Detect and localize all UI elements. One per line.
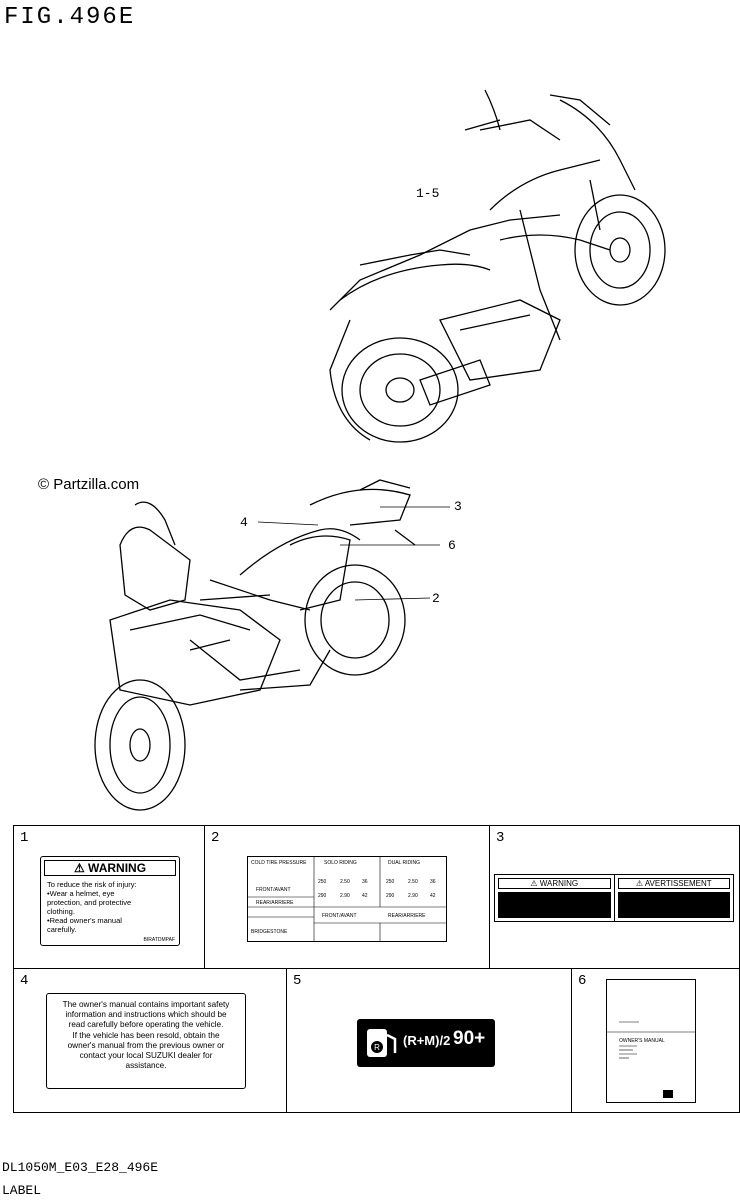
label-cell-2[interactable]: 2 COLD TIRE PRESSURE SOLO RIDING xyxy=(205,826,490,969)
callout-4[interactable]: 4 xyxy=(240,515,248,530)
tire-info-label: COLD TIRE PRESSURE SOLO RIDING DUAL RIDI… xyxy=(247,856,447,942)
tire-header-right: DUAL RIDING xyxy=(388,860,421,866)
fuel-grade: (R+M)/2 xyxy=(403,1033,451,1048)
tire-table-grid xyxy=(248,857,446,941)
warning-heading-fr: ⚠ AVERTISSEMENT xyxy=(617,878,730,889)
callout-1-5: 1-5 xyxy=(416,186,440,201)
tire-row-rear: REAR/ARRIERE xyxy=(256,900,294,906)
label-number: 6 xyxy=(578,973,587,989)
callout-2[interactable]: 2 xyxy=(432,591,440,606)
motorcycle-illustrations xyxy=(94,89,666,811)
footer-model-code: DL1050M_E03_E28_496E xyxy=(2,1160,159,1175)
warning-body: To reduce the risk of injury: •Wear a he… xyxy=(47,880,137,934)
tire-row-front: FRONT/AVANT xyxy=(256,887,291,893)
tire-header-left: COLD TIRE PRESSURE xyxy=(251,860,307,866)
watermark: © Partzilla.com xyxy=(38,476,140,493)
label-number: 5 xyxy=(293,973,302,989)
warning-text-block xyxy=(498,892,611,918)
label-cell-1[interactable]: 1 ⚠ WARNING To reduce the risk of injury… xyxy=(14,826,205,969)
svg-text:R: R xyxy=(374,1043,380,1052)
tire-rear-label: REAR/ARRIERE xyxy=(388,913,426,919)
label-number: 3 xyxy=(496,830,505,846)
warning-triangle-icon: ⚠ xyxy=(635,879,644,888)
figure-title: FIG.496E xyxy=(4,4,136,31)
booklet-title: OWNER'S MANUAL xyxy=(619,1038,665,1044)
fuel-octane: 90+ xyxy=(453,1028,486,1049)
label-cell-4[interactable]: 4 The owner's manual contains important … xyxy=(14,969,287,1112)
warning-heading-en: ⚠ WARNING xyxy=(498,878,611,889)
label-number: 2 xyxy=(211,830,220,846)
label-cell-5[interactable]: 5 R (R+M)/2 90+ xyxy=(287,969,572,1112)
warning-avertissement-label: ⚠ WARNING ⚠ AVERTISSEMENT xyxy=(494,874,734,922)
tire-brand: BRIDGESTONE xyxy=(251,929,288,935)
label-cell-6[interactable]: 6 OWNER'S MANUAL xyxy=(572,969,739,1112)
motorcycle-front-view xyxy=(94,479,416,811)
owners-manual-label: The owner's manual contains important sa… xyxy=(46,993,246,1089)
callout-6[interactable]: 6 xyxy=(448,538,456,553)
warning-triangle-icon: ⚠ xyxy=(73,861,85,875)
owners-manual-booklet: OWNER'S MANUAL xyxy=(606,979,696,1103)
label-code: BIRATDMPAF xyxy=(143,937,175,943)
label-number: 4 xyxy=(20,973,29,989)
tire-header-mid: SOLO RIDING xyxy=(324,860,357,866)
tire-front-label: FRONT/AVANT xyxy=(322,913,357,919)
warning-heading: ⚠ WARNING xyxy=(44,860,176,876)
callout-3[interactable]: 3 xyxy=(454,499,462,514)
motorcycle-rear-view xyxy=(329,89,666,443)
labels-grid: 1 ⚠ WARNING To reduce the risk of injury… xyxy=(13,825,740,1113)
warning-label: ⚠ WARNING To reduce the risk of injury: … xyxy=(40,856,180,946)
label-cell-3[interactable]: 3 ⚠ WARNING ⚠ AVERTISSEMENT xyxy=(490,826,739,969)
warning-text-block xyxy=(617,892,730,918)
callout-leader-lines xyxy=(257,506,450,601)
label-number: 1 xyxy=(20,830,29,846)
warning-triangle-icon: ⚠ xyxy=(530,879,538,888)
fuel-label: R (R+M)/2 90+ xyxy=(357,1019,495,1067)
booklet-lines xyxy=(607,1021,695,1098)
footer-category: LABEL xyxy=(2,1183,42,1198)
fuel-pump-icon: R xyxy=(367,1029,397,1057)
